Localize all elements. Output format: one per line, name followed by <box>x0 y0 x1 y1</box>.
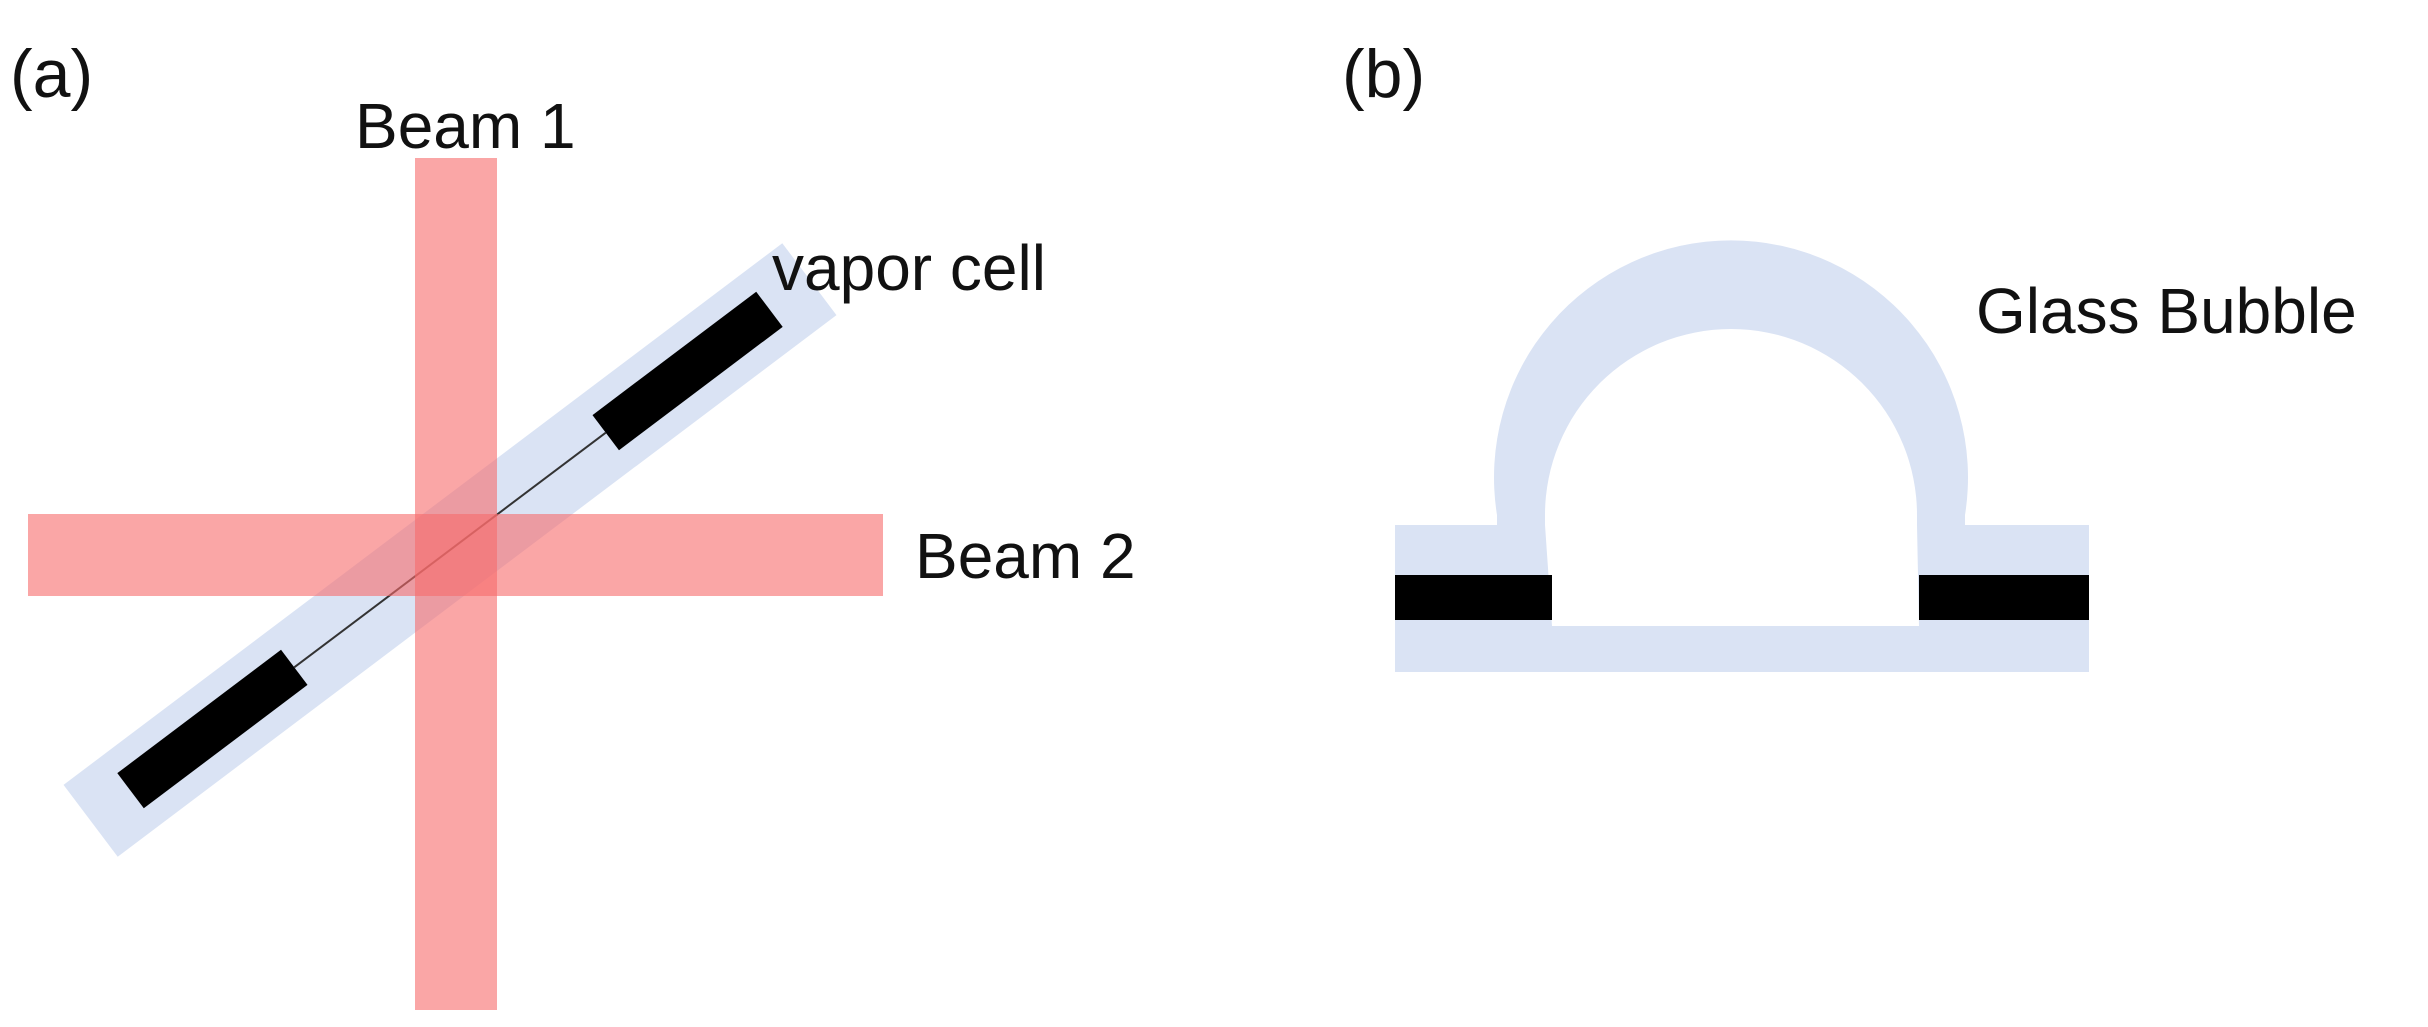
panel-a: (a) Beam 1 Beam 2 vapor cell <box>10 36 1136 1010</box>
vapor-cell-label: vapor cell <box>772 232 1046 304</box>
beam-2-label: Beam 2 <box>915 520 1136 592</box>
panel-b-label: (b) <box>1342 36 1425 112</box>
beam-2 <box>28 514 883 596</box>
panel-b: (b) Glass Bubble <box>1342 36 2357 673</box>
beam-1-label: Beam 1 <box>355 90 576 162</box>
glass-bubble <box>1395 240 2089 673</box>
bubble-electrode-left <box>1395 575 1552 620</box>
vapor-cell-electrode-upper <box>592 291 783 451</box>
glass-bubble-label: Glass Bubble <box>1976 275 2357 347</box>
vapor-cell-electrode-lower <box>117 649 308 809</box>
panel-a-label: (a) <box>10 36 93 112</box>
bubble-electrode-right <box>1919 575 2089 620</box>
